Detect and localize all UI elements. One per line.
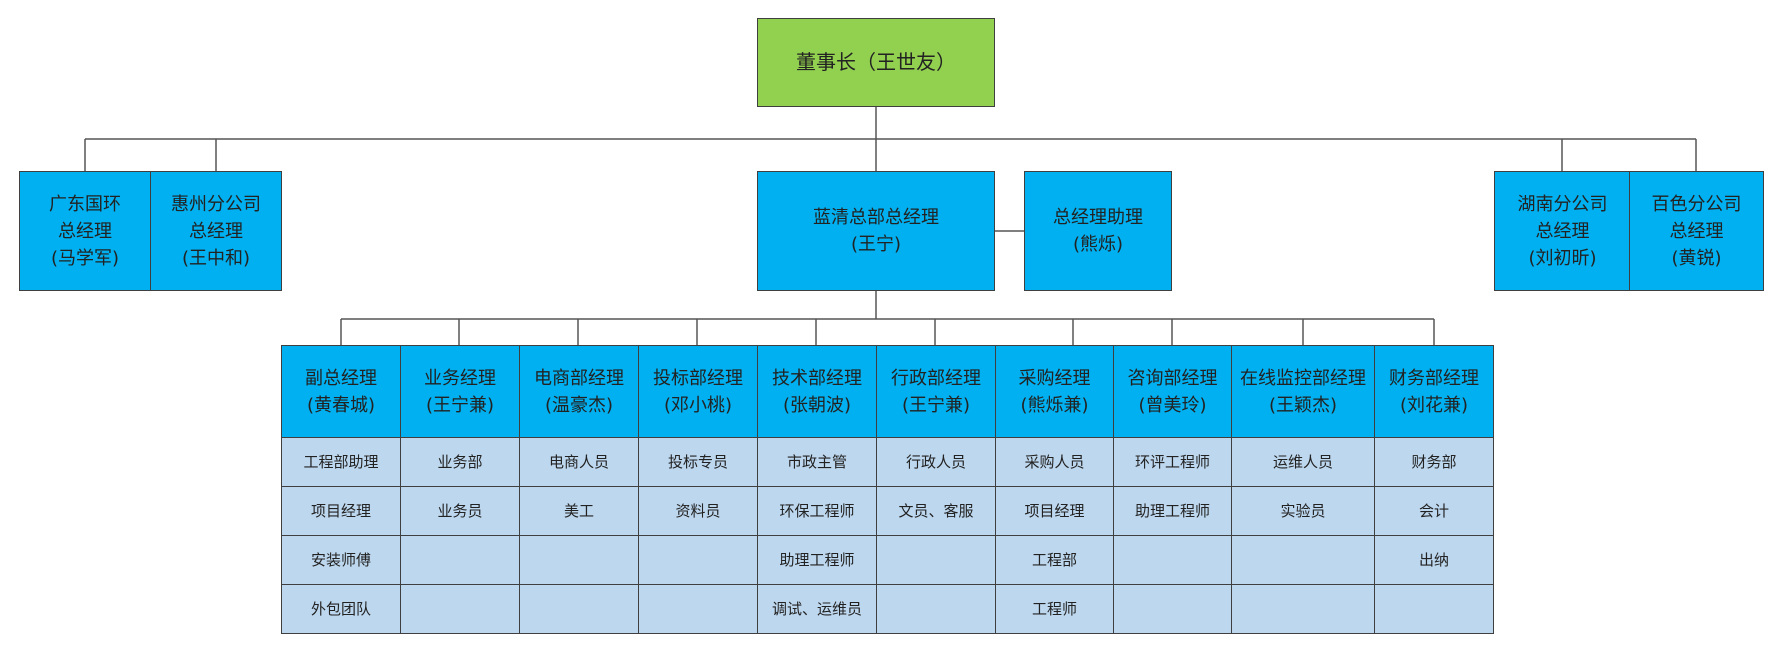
department-item: 财务部	[1374, 437, 1494, 487]
department-item	[400, 535, 520, 585]
department-item	[1231, 584, 1375, 634]
department-person: (温豪杰)	[544, 394, 614, 416]
chairman-label: 董事长（王世友）	[796, 50, 956, 74]
guangdong-name: 广东国环	[49, 193, 121, 215]
department-title: 财务部经理	[1389, 367, 1479, 389]
department-person: (刘花兼)	[1399, 394, 1469, 416]
department-item: 业务部	[400, 437, 520, 487]
department-item: 助理工程师	[1113, 486, 1232, 536]
department-title: 投标部经理	[653, 367, 743, 389]
guangdong-branch-node: 广东国环 总经理 (马学军)	[19, 171, 151, 291]
department-item	[638, 584, 758, 634]
hunan-name: 湖南分公司	[1517, 193, 1608, 215]
department-person: (王颖杰)	[1268, 394, 1338, 416]
department-item: 行政人员	[876, 437, 996, 487]
department-title: 行政部经理	[891, 367, 981, 389]
department-item: 采购人员	[995, 437, 1114, 487]
department-item: 安装师傅	[281, 535, 401, 585]
department-item	[519, 584, 639, 634]
headquarters-gm-node: 蓝清总部总经理 (王宁)	[757, 171, 995, 291]
baise-role: 总经理	[1669, 220, 1724, 242]
department-item	[1113, 535, 1232, 585]
huizhou-person: (王中和)	[181, 247, 251, 269]
department-item: 业务员	[400, 486, 520, 536]
department-node-consulting: 咨询部经理 (曾美玲)	[1113, 345, 1232, 438]
huizhou-branch-node: 惠州分公司 总经理 (王中和)	[150, 171, 282, 291]
department-person: (王宁兼)	[901, 394, 971, 416]
department-title: 咨询部经理	[1127, 367, 1218, 389]
department-item: 美工	[519, 486, 639, 536]
department-item: 运维人员	[1231, 437, 1375, 487]
department-person: (熊烁兼)	[1020, 394, 1089, 416]
department-item	[1374, 584, 1494, 634]
department-item: 会计	[1374, 486, 1494, 536]
department-title: 技术部经理	[772, 367, 862, 389]
department-title: 在线监控部经理	[1240, 367, 1366, 389]
department-item: 实验员	[1231, 486, 1375, 536]
department-item	[519, 535, 639, 585]
department-title: 副总经理	[305, 367, 377, 389]
assistant-title: 总经理助理	[1053, 207, 1143, 228]
department-person: (张朝波)	[782, 394, 852, 416]
hunan-person: (刘初昕)	[1528, 247, 1597, 269]
baise-branch-node: 百色分公司 总经理 (黄锐)	[1629, 171, 1764, 291]
guangdong-role: 总经理	[58, 220, 112, 242]
department-title: 电商部经理	[534, 367, 624, 389]
department-item: 投标专员	[638, 437, 758, 487]
department-item: 工程师	[995, 584, 1114, 634]
department-item: 项目经理	[995, 486, 1114, 536]
department-person: (邓小桃)	[663, 394, 733, 416]
department-node-business: 业务经理 (王宁兼)	[400, 345, 520, 438]
department-item	[638, 535, 758, 585]
department-item: 市政主管	[757, 437, 877, 487]
department-item: 工程部助理	[281, 437, 401, 487]
department-node-deputy-gm: 副总经理 (黄春城)	[281, 345, 401, 438]
department-item	[1231, 535, 1375, 585]
department-item: 外包团队	[281, 584, 401, 634]
department-item	[876, 584, 996, 634]
department-item: 出纳	[1374, 535, 1494, 585]
department-item	[400, 584, 520, 634]
department-item	[1113, 584, 1232, 634]
department-item: 调试、运维员	[757, 584, 877, 634]
department-node-finance: 财务部经理 (刘花兼)	[1374, 345, 1494, 438]
assistant-person: (熊烁)	[1072, 234, 1124, 255]
huizhou-name: 惠州分公司	[171, 193, 261, 215]
department-item: 电商人员	[519, 437, 639, 487]
guangdong-person: (马学军)	[50, 247, 120, 269]
baise-name: 百色分公司	[1651, 193, 1742, 215]
department-title: 采购经理	[1018, 367, 1091, 389]
department-node-bidding: 投标部经理 (邓小桃)	[638, 345, 758, 438]
department-node-online-monitoring: 在线监控部经理 (王颖杰)	[1231, 345, 1375, 438]
department-title: 业务经理	[424, 367, 496, 389]
department-item: 项目经理	[281, 486, 401, 536]
hunan-role: 总经理	[1535, 220, 1590, 242]
department-item: 环保工程师	[757, 486, 877, 536]
department-node-procurement: 采购经理 (熊烁兼)	[995, 345, 1114, 438]
department-item: 文员、客服	[876, 486, 996, 536]
department-item: 环评工程师	[1113, 437, 1232, 487]
department-person: (王宁兼)	[425, 394, 495, 416]
assistant-node: 总经理助理 (熊烁)	[1024, 171, 1172, 291]
department-node-ecommerce: 电商部经理 (温豪杰)	[519, 345, 639, 438]
headquarters-title: 蓝清总部总经理	[813, 207, 939, 228]
department-item: 工程部	[995, 535, 1114, 585]
baise-person: (黄锐)	[1671, 247, 1722, 269]
chairman-node: 董事长（王世友）	[757, 18, 995, 107]
department-node-technical: 技术部经理 (张朝波)	[757, 345, 877, 438]
department-item: 助理工程师	[757, 535, 877, 585]
department-item	[876, 535, 996, 585]
department-person: (黄春城)	[306, 394, 376, 416]
department-item: 资料员	[638, 486, 758, 536]
huizhou-role: 总经理	[189, 220, 243, 242]
hunan-branch-node: 湖南分公司 总经理 (刘初昕)	[1494, 171, 1631, 291]
headquarters-person: (王宁)	[850, 234, 902, 255]
department-node-administration: 行政部经理 (王宁兼)	[876, 345, 996, 438]
department-person: (曾美玲)	[1138, 394, 1207, 416]
